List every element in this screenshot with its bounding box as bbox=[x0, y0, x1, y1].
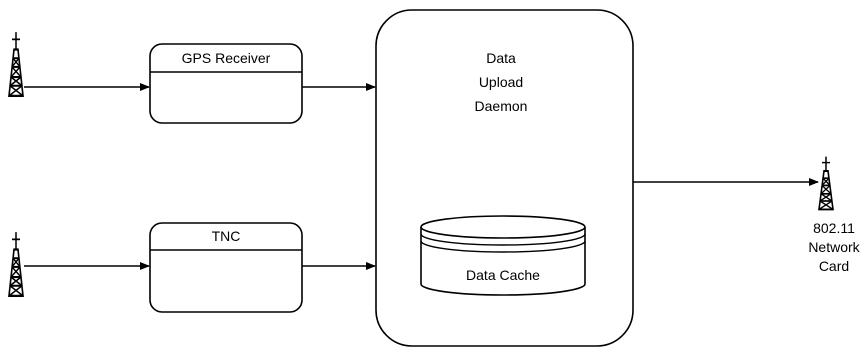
tnc-box: TNC bbox=[149, 222, 303, 313]
daemon-label-line-2: Upload bbox=[479, 74, 523, 90]
gps-receiver-label: GPS Receiver bbox=[182, 50, 271, 66]
tnc-label: TNC bbox=[212, 228, 241, 244]
network-card-line-1: 802.11 bbox=[813, 220, 855, 236]
network-card-label: 802.11 Network Card bbox=[808, 220, 860, 274]
data-cache-cylinder: Data Cache bbox=[420, 215, 586, 296]
antenna-tower-icon bbox=[7, 30, 25, 98]
network-card-line-2: Network bbox=[808, 239, 860, 255]
antenna-tower-icon bbox=[7, 230, 25, 298]
gps-receiver-box: GPS Receiver bbox=[149, 43, 303, 124]
data-cache-label: Data Cache bbox=[466, 267, 540, 283]
network-card-line-3: Card bbox=[819, 258, 849, 274]
daemon-label-line-3: Daemon bbox=[475, 98, 528, 114]
daemon-label-line-1: Data bbox=[486, 50, 516, 66]
antenna-tower-icon bbox=[818, 155, 834, 211]
